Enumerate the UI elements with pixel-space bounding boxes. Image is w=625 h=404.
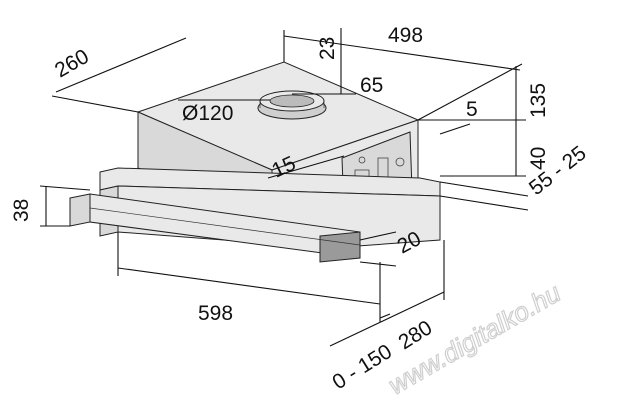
dim-duct-offset: 65 bbox=[360, 74, 383, 97]
hood-drawer bbox=[69, 193, 361, 263]
duct-collar bbox=[257, 90, 327, 120]
dim-front-38: 38 bbox=[10, 199, 33, 222]
dim-front-40: 40 bbox=[527, 147, 550, 170]
dim-duct-diameter: Ø120 bbox=[182, 102, 233, 125]
dim-width-bottom: 598 bbox=[198, 302, 233, 325]
dim-height-total: 135 bbox=[527, 83, 550, 118]
dim-extension: 0 - 150 bbox=[328, 340, 396, 394]
dimension-lines bbox=[39, 28, 529, 347]
dim-offset-23: 23 bbox=[316, 37, 339, 60]
dim-width-top: 498 bbox=[388, 24, 423, 47]
dim-edge-5: 5 bbox=[466, 98, 478, 121]
dim-depth: 260 bbox=[51, 45, 93, 82]
